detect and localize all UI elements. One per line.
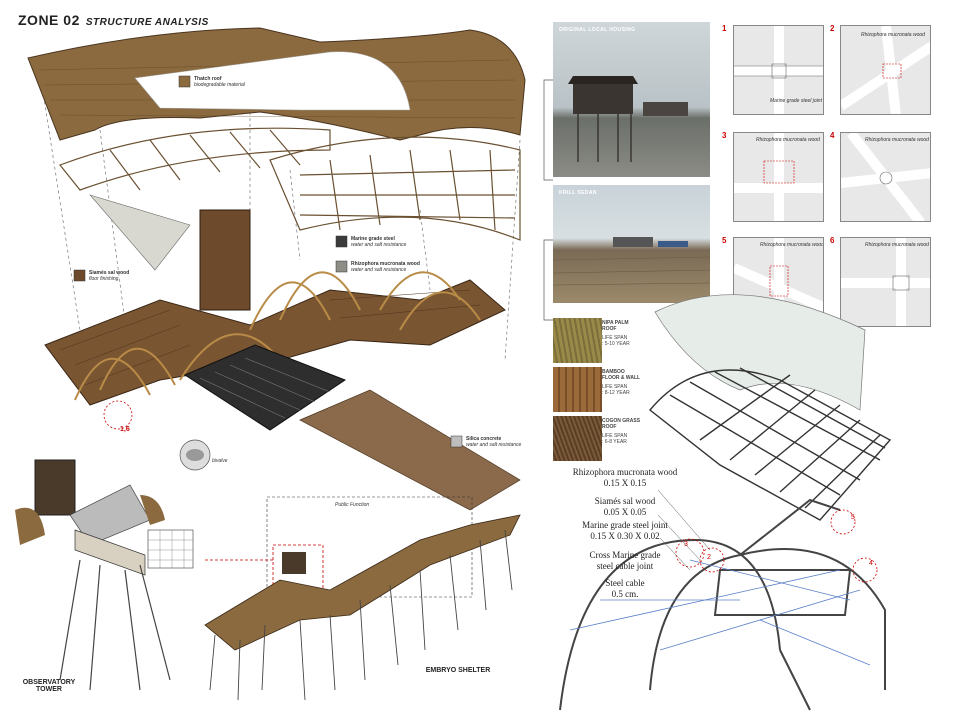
structural-frame-drawing bbox=[559, 294, 892, 711]
embryo-shelter-drawing bbox=[204, 496, 521, 701]
exploded-structure-drawing bbox=[15, 27, 526, 701]
photo-krill-sedan: KRILL SEDAN bbox=[553, 185, 710, 303]
panel-number-4: 4 bbox=[830, 131, 835, 140]
detail-panel-1: Marine grade steel joint bbox=[733, 25, 824, 115]
steel-cables bbox=[569, 559, 871, 666]
membrane-sheet bbox=[654, 294, 866, 411]
steel-arches bbox=[559, 498, 886, 711]
joint-marker-5: 5 bbox=[851, 514, 855, 521]
steel-base-lines bbox=[199, 357, 331, 419]
photo-caption-housing: ORIGINAL LOCAL HOUSING bbox=[559, 27, 636, 33]
lower-walkway bbox=[299, 389, 521, 511]
observatory-tower-drawing bbox=[15, 459, 194, 691]
photo-bracket-lines bbox=[543, 79, 553, 321]
zone-subtitle: STRUCTURE ANALYSIS bbox=[85, 17, 209, 28]
detail-panel-3: Rhizophora mucronata wood bbox=[733, 132, 824, 222]
detail-panel-6: Rhizophora mucronata wood bbox=[840, 237, 931, 327]
sample-cogon-grass bbox=[553, 416, 602, 461]
panel-number-3: 3 bbox=[722, 131, 727, 140]
sample-nipa-palm bbox=[553, 318, 602, 363]
page-title: ZONE 02 STRUCTURE ANALYSIS bbox=[18, 12, 209, 28]
spec-leaders bbox=[657, 489, 711, 571]
zone-label: ZONE 02 bbox=[18, 12, 80, 28]
steel-grid bbox=[649, 367, 892, 521]
embryo-shelter-label: EMBRYO SHELTER bbox=[425, 667, 491, 674]
joint-marker-2: 2 bbox=[707, 554, 711, 561]
bivalve-label: bivalve bbox=[212, 458, 228, 464]
photo-caption-krill: KRILL SEDAN bbox=[559, 190, 597, 196]
panel-number-2: 2 bbox=[830, 24, 835, 33]
wooden-deck bbox=[44, 279, 506, 406]
photo-original-housing: ORIGINAL LOCAL HOUSING bbox=[553, 22, 710, 177]
sail-fabric bbox=[89, 194, 191, 271]
bamboo-grid bbox=[59, 127, 521, 241]
detail-panel-4: Rhizophora mucronata wood bbox=[840, 132, 931, 222]
joint-marker-3: 3 bbox=[684, 541, 688, 548]
deck-tower bbox=[199, 209, 251, 311]
detail-panel-2: Rhizophora mucronata wood bbox=[840, 25, 931, 115]
callout-marker: 1,6 bbox=[120, 426, 130, 433]
steel-base bbox=[183, 344, 347, 431]
sample-bamboo bbox=[553, 367, 602, 412]
panel-number-6: 6 bbox=[830, 236, 835, 245]
bamboo-arches bbox=[74, 271, 481, 401]
joint-marker-4: 4 bbox=[869, 560, 873, 567]
public-function-label: Public Function bbox=[335, 502, 370, 508]
panel-number-5: 5 bbox=[722, 236, 727, 245]
panel-number-1: 1 bbox=[722, 24, 727, 33]
